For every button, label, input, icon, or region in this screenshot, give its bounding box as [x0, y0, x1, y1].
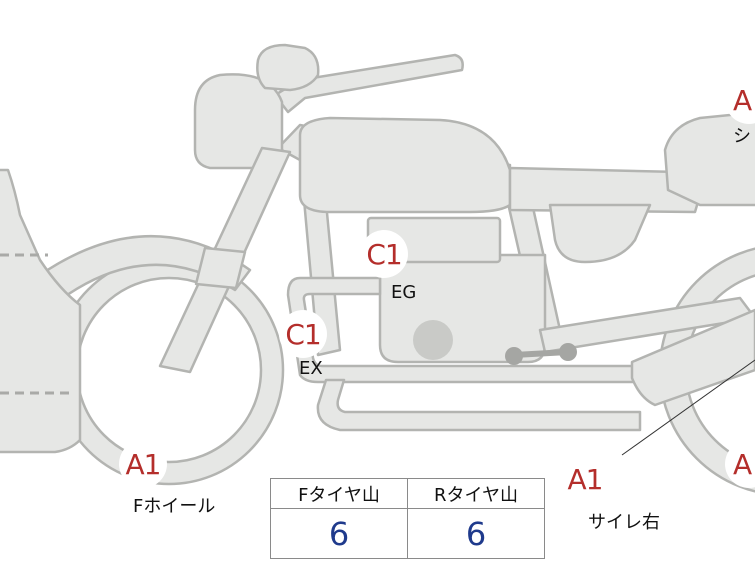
marker-exhaust[interactable]: C1 — [279, 310, 327, 358]
footpeg-rod — [511, 349, 571, 358]
marker-code: A — [733, 83, 752, 117]
fuel-tank — [298, 116, 512, 214]
label-engine: EG — [391, 282, 417, 303]
mirror — [256, 43, 320, 92]
label-exhaust: EX — [299, 358, 323, 379]
front-tire-header: Fタイヤ山 — [270, 478, 408, 509]
handlebar — [273, 53, 464, 114]
marker-code: A — [733, 447, 752, 481]
marker-code: A1 — [567, 462, 604, 496]
side-panel-left — [0, 168, 82, 454]
marker-code: C1 — [285, 317, 321, 351]
front-wheel — [53, 254, 285, 486]
rear-tire-value: 6 — [407, 508, 545, 559]
fork-lower — [194, 246, 247, 290]
front-tire-value: 6 — [270, 508, 408, 559]
muffler — [630, 308, 755, 407]
label-muffler-right: サイレ右 — [588, 512, 660, 533]
engine-cover — [413, 320, 453, 360]
marker-code: A1 — [125, 447, 162, 481]
engine-block — [378, 253, 547, 364]
label-front-wheel: Fホイール — [133, 496, 216, 517]
rear-cowl — [663, 111, 755, 207]
marker-code: C1 — [366, 237, 402, 271]
exhaust-pipe-lower — [316, 378, 642, 432]
swing-arm — [538, 296, 755, 354]
marker-front-wheel[interactable]: A1 — [119, 440, 167, 488]
tire-tread-table: Fタイヤ山 Rタイヤ山 6 6 — [270, 478, 545, 559]
side-cover — [548, 203, 652, 264]
footpeg-left — [505, 347, 523, 365]
front-fender — [38, 235, 252, 302]
footpeg-right — [559, 343, 577, 361]
label-seat: シ — [733, 126, 751, 147]
marker-muffler-right[interactable]: A1 — [561, 455, 609, 503]
leader-line — [621, 359, 755, 456]
marker-engine[interactable]: C1 — [360, 230, 408, 278]
marker-seat[interactable]: A — [725, 76, 755, 124]
rear-tire-header: Rタイヤ山 — [407, 478, 545, 509]
